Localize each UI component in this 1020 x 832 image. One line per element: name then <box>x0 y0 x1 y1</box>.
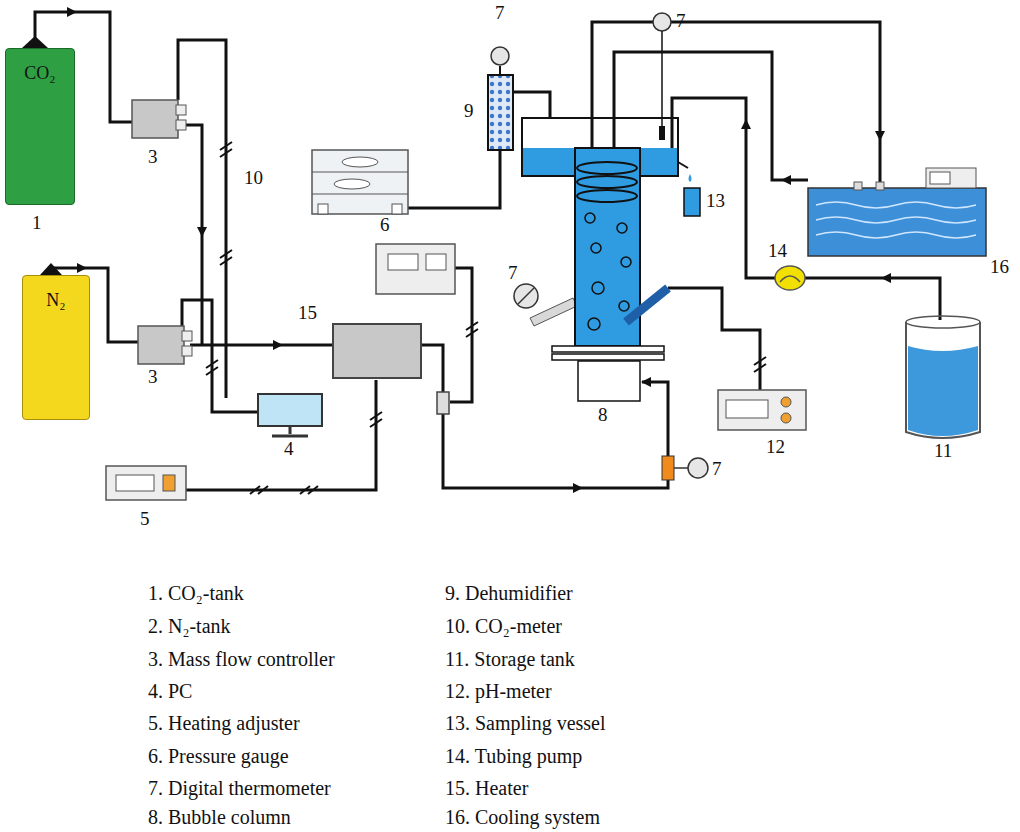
callout-number: 5 <box>140 508 150 530</box>
key-entry: 11. Storage tank <box>445 648 575 671</box>
callout-number: 7 <box>508 262 518 284</box>
co2-meter <box>312 150 408 214</box>
digital-thermometer <box>491 13 708 480</box>
key-entry: 5. Heating adjuster <box>148 712 300 735</box>
callout-number: 13 <box>706 190 725 212</box>
key-entry: 7. Digital thermometer <box>148 777 331 800</box>
key-entry: 4. PC <box>148 680 192 703</box>
key-entry: 12. pH-meter <box>445 680 552 703</box>
key-entry: 6. Pressure gauge <box>148 745 289 768</box>
tank-label: N₂ <box>23 290 89 311</box>
gas-pipes <box>35 12 668 488</box>
key-entry: 10. CO₂-meter <box>445 615 562 638</box>
callout-number: 1 <box>32 212 42 234</box>
callout-number: 10 <box>244 167 263 189</box>
dehumidifier <box>488 75 513 150</box>
pc-monitor <box>258 394 322 436</box>
callout-number: 16 <box>990 256 1009 278</box>
callout-number: 7 <box>712 458 722 480</box>
key-entry: 14. Tubing pump <box>445 745 582 768</box>
callout-number: 7 <box>676 10 686 32</box>
callout-number: 12 <box>766 436 785 458</box>
mass-flow-controller <box>132 100 192 364</box>
storage-tank <box>906 316 980 438</box>
callout-number: 7 <box>495 2 505 24</box>
callout-number: 6 <box>380 214 390 236</box>
callout-number: 14 <box>768 240 787 262</box>
bubble-column <box>522 118 692 401</box>
n2-tank: N₂ <box>22 275 90 420</box>
callout-number: 9 <box>464 100 474 122</box>
heating-adjuster <box>106 466 186 500</box>
tubing-pump <box>775 266 805 290</box>
callout-number: 11 <box>934 440 952 462</box>
key-entry: 15. Heater <box>445 777 528 800</box>
callout-number: 3 <box>148 146 158 168</box>
co2-tank: CO₂ <box>5 48 75 205</box>
heater <box>333 324 421 378</box>
sampling-vessel <box>684 188 700 216</box>
signal-lines <box>178 40 766 494</box>
key-entry: 1. CO₂-tank <box>148 582 244 605</box>
callout-number: 4 <box>284 438 294 460</box>
key-entry: 13. Sampling vessel <box>445 712 606 735</box>
key-entry: 3. Mass flow controller <box>148 648 335 671</box>
cooling-system <box>808 168 986 256</box>
key-entry: 2. N₂-tank <box>148 615 231 638</box>
tank-label: CO₂ <box>6 63 74 84</box>
key-entry: 16. Cooling system <box>445 806 600 829</box>
callout-number: 3 <box>148 366 158 388</box>
key-entry: 9. Dehumidifier <box>445 582 573 605</box>
callout-number: 15 <box>298 302 317 324</box>
key-entry: 8. Bubble column <box>148 806 291 829</box>
ph-meter <box>718 390 806 430</box>
pressure-gauge <box>376 244 455 414</box>
callout-number: 8 <box>598 404 608 426</box>
